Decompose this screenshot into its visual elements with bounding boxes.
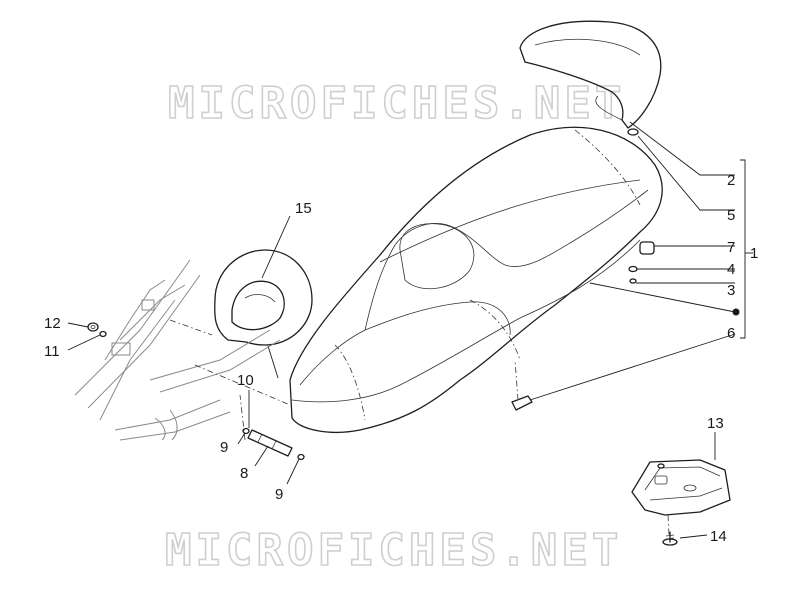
callout-12: 12 xyxy=(44,315,61,332)
watermark-top: MICROFICHES.NET xyxy=(168,78,625,129)
callout-3: 3 xyxy=(727,282,735,299)
washer-part-4 xyxy=(628,265,638,273)
callout-1: 1 xyxy=(750,245,758,262)
callout-13: 13 xyxy=(707,415,724,432)
main-seat xyxy=(289,126,663,433)
screw-part-14 xyxy=(662,531,678,546)
nut-part-12 xyxy=(87,322,99,332)
callout-7: 7 xyxy=(727,239,735,256)
nut-part-3 xyxy=(629,278,637,284)
frame-outline xyxy=(74,259,291,441)
callout-10: 10 xyxy=(237,372,254,389)
reference-dot xyxy=(732,308,740,316)
bracket-part-13 xyxy=(631,459,731,536)
watermark-bottom: MICROFICHES.NET xyxy=(165,525,622,576)
callout-9-upper: 9 xyxy=(220,439,228,456)
callout-5: 5 xyxy=(727,207,735,224)
callout-labels: 1 2 5 7 4 3 6 15 12 11 10 9 8 9 13 14 xyxy=(44,172,758,545)
damper-part-8 xyxy=(242,427,305,461)
callout-11: 11 xyxy=(44,343,60,360)
leader-lines xyxy=(67,121,753,539)
washer-part-11 xyxy=(99,330,107,338)
callout-14: 14 xyxy=(710,528,727,545)
callout-15: 15 xyxy=(295,200,312,217)
callout-4: 4 xyxy=(727,261,735,278)
bumper-part-7 xyxy=(639,241,655,255)
detail-bubble xyxy=(214,215,313,379)
callout-9-lower: 9 xyxy=(275,486,283,503)
callout-6: 6 xyxy=(727,325,735,342)
callout-2: 2 xyxy=(727,172,735,189)
backrest xyxy=(519,20,662,136)
hinge-part-6 xyxy=(511,359,533,411)
callout-8: 8 xyxy=(240,465,248,482)
